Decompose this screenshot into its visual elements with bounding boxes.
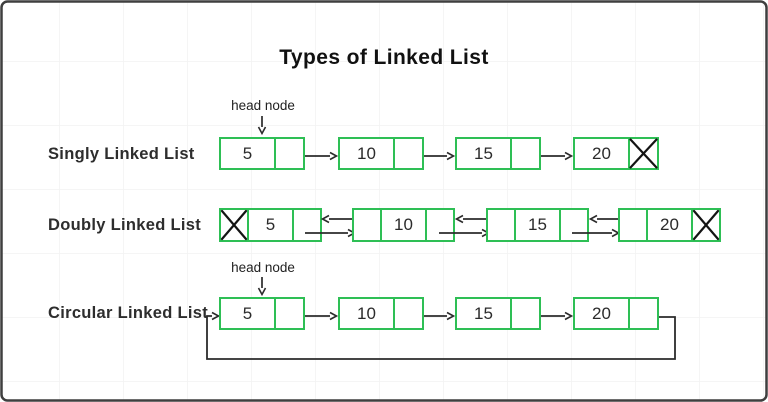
node-box bbox=[486, 208, 589, 242]
circular-linked-list-row: Circular Linked List head node 5 10 15 2… bbox=[48, 260, 676, 360]
doubly-linked-list-row: Doubly Linked List 5 10 15 20 bbox=[48, 208, 721, 242]
diagram-title: Types of Linked List bbox=[279, 46, 488, 69]
null-x-icon bbox=[220, 209, 248, 241]
node-value: 20 bbox=[660, 215, 679, 234]
node-box bbox=[573, 137, 659, 170]
singly-head-node-label: head node bbox=[231, 98, 295, 113]
node-value: 10 bbox=[357, 144, 376, 163]
node-box bbox=[219, 297, 305, 330]
node-value: 5 bbox=[243, 304, 252, 323]
node-box bbox=[455, 137, 541, 170]
singly-linked-list-row: Singly Linked List head node 5 10 15 20 bbox=[48, 98, 659, 170]
node-box bbox=[618, 208, 721, 242]
node-value: 15 bbox=[474, 144, 493, 163]
node-box bbox=[338, 297, 424, 330]
node-value: 15 bbox=[528, 215, 547, 234]
doubly-row-label: Doubly Linked List bbox=[48, 216, 201, 234]
circular-row-label: Circular Linked List bbox=[48, 304, 208, 322]
null-x-icon bbox=[692, 209, 720, 241]
node-box bbox=[455, 297, 541, 330]
node-value: 10 bbox=[394, 215, 413, 234]
node-value: 10 bbox=[357, 304, 376, 323]
circular-head-node-label: head node bbox=[231, 260, 295, 275]
node-box bbox=[219, 208, 322, 242]
node-box bbox=[352, 208, 455, 242]
node-box bbox=[573, 297, 659, 330]
node-box bbox=[338, 137, 424, 170]
node-value: 5 bbox=[243, 144, 252, 163]
node-value: 5 bbox=[266, 215, 275, 234]
null-x-icon bbox=[629, 138, 658, 169]
node-value: 15 bbox=[474, 304, 493, 323]
node-value: 20 bbox=[592, 144, 611, 163]
circular-loop-arrow bbox=[206, 311, 676, 360]
node-value: 20 bbox=[592, 304, 611, 323]
singly-row-label: Singly Linked List bbox=[48, 145, 195, 163]
node-box bbox=[219, 137, 305, 170]
